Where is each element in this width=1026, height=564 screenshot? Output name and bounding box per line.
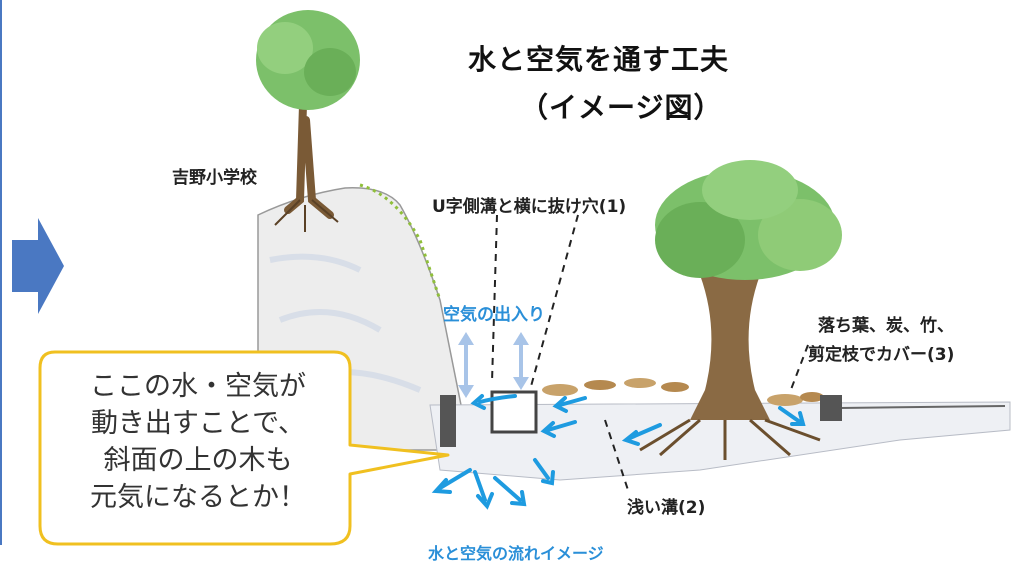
left-border-line xyxy=(0,0,2,545)
label-u-ditch: U字側溝と横に抜け穴(1) xyxy=(432,197,627,217)
page-title: 水と空気を通す工夫 xyxy=(468,43,730,76)
flow-arrows xyxy=(431,394,806,510)
leader-lines xyxy=(491,214,809,491)
label-shallow-ditch: 浅い溝(2) xyxy=(627,498,706,518)
bubble-line: ここの水・空気が xyxy=(90,371,306,402)
right-arrow-icon xyxy=(12,218,64,314)
school-tree xyxy=(256,10,360,232)
leaf-litter xyxy=(542,378,824,406)
bubble-line: 動き出すことで、 xyxy=(90,408,306,439)
bubble-line: 斜面の上の木も xyxy=(103,445,293,476)
speech-bubble xyxy=(38,350,450,546)
label-leaves-line1: 落ち葉、炭、竹、 xyxy=(818,316,954,336)
big-tree xyxy=(639,160,842,460)
label-leaves-line2: 剪定枝でカバー(3) xyxy=(808,345,955,365)
air-arrows xyxy=(458,332,529,398)
u-ditch xyxy=(440,390,842,447)
label-school: 吉野小学校 xyxy=(172,168,257,188)
bubble-line: 元気になるとか！ xyxy=(90,482,306,513)
label-flow-image: 水と空気の流れイメージ xyxy=(428,544,604,563)
speech-bubble-text: ここの水・空気が 動き出すことで、 斜面の上の木も 元気になるとか！ xyxy=(48,368,348,516)
page-subtitle: （イメージ図） xyxy=(520,91,723,124)
label-air-in-out: 空気の出入り xyxy=(443,305,545,325)
